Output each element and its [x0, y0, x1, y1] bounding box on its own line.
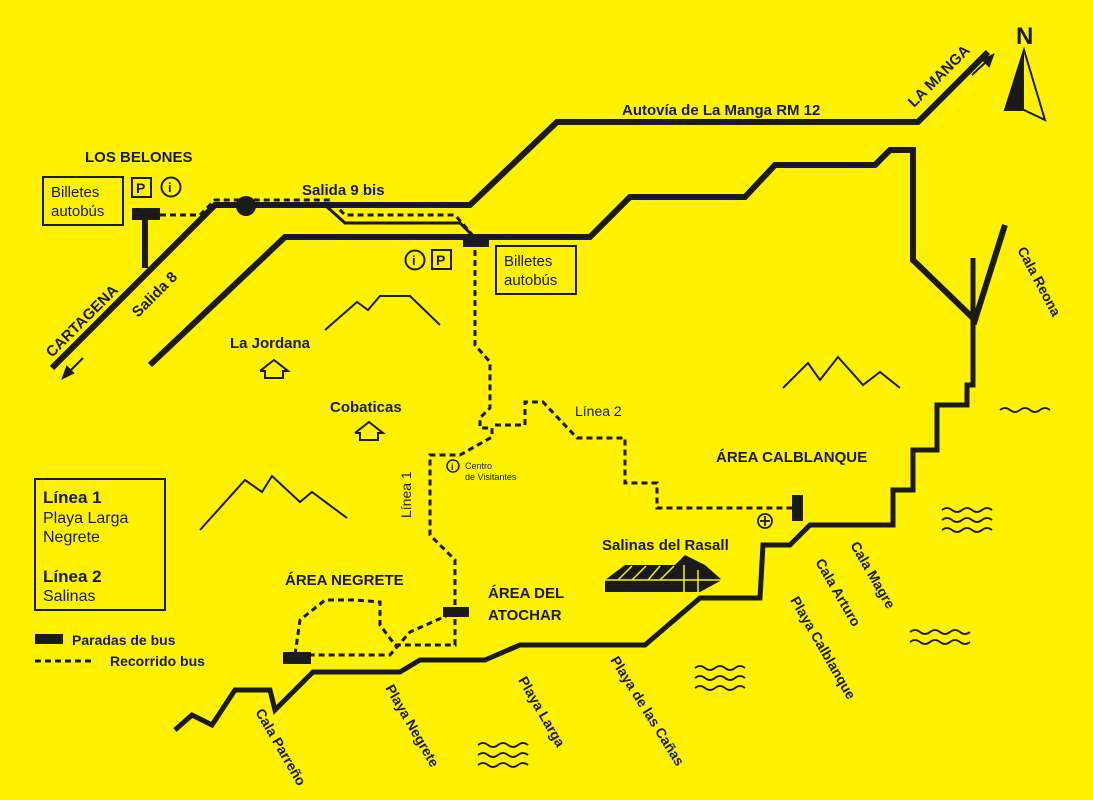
bus-stop-calblanque[interactable] — [792, 495, 803, 521]
route-linea1 — [293, 240, 494, 657]
bus-stop-belones[interactable] — [132, 208, 160, 220]
svg-text:Billetes: Billetes — [51, 184, 99, 201]
svg-text:autobús: autobús — [51, 203, 104, 220]
place-area-del-atochar: ÁREA DEL — [488, 585, 564, 602]
first-aid-icon — [757, 513, 773, 529]
svg-text:i: i — [168, 180, 172, 195]
mountain-west — [199, 474, 348, 531]
house-icon-cobaticas — [354, 420, 386, 441]
svg-text:i: i — [451, 462, 454, 472]
legend-lines-box — [34, 478, 166, 611]
parking-icon — [131, 177, 152, 198]
centro-visitantes-label-2: de Visitantes — [465, 472, 517, 482]
svg-text:i: i — [412, 253, 416, 268]
road-label-salida-9-bis: Salida 9 bis — [302, 182, 385, 199]
mountains — [199, 295, 901, 531]
bus-stop-junction[interactable] — [463, 236, 489, 247]
beach-playa-negrete: Playa Negrete — [382, 682, 442, 770]
house-icon-jordana — [259, 358, 291, 379]
legend-bus-stop-swatch — [35, 634, 63, 644]
parking-icon — [431, 249, 452, 270]
mountain-east — [782, 355, 901, 389]
bus-stops — [132, 196, 803, 664]
waves-larga — [477, 742, 529, 768]
ticket-box-belones[interactable]: Billetes autobús — [42, 176, 124, 226]
mountain-jordana — [324, 295, 441, 331]
waves-magre — [941, 507, 993, 533]
bus-stop-atochar[interactable] — [443, 607, 469, 617]
place-area-negrete: ÁREA NEGRETE — [285, 572, 404, 589]
compass-letter: N — [1016, 23, 1033, 50]
inner-road — [147, 147, 1008, 368]
route-linea2 — [495, 400, 793, 510]
svg-text:P: P — [436, 252, 445, 268]
legend-linea2-title: Línea 2 — [43, 567, 102, 586]
icons-belones: P i — [131, 176, 182, 198]
sea-waves — [477, 407, 1051, 768]
svg-text:Billetes: Billetes — [504, 253, 552, 270]
beach-playa-de-las-canas: Playa de las Cañas — [607, 653, 687, 769]
road-arrows — [61, 52, 995, 381]
info-icon — [160, 176, 182, 198]
route-belones-connector — [160, 198, 477, 239]
place-area-calblanque: ÁREA CALBLANQUE — [716, 449, 867, 466]
centro-visitantes-label: Centro — [465, 461, 492, 471]
legend-linea2-salinas: Salinas — [43, 588, 95, 605]
place-salinas-del-rasall: Salinas del Rasall — [602, 537, 729, 554]
legend: Línea 1 Playa Larga Negrete Línea 2 Sali… — [34, 478, 205, 669]
arrow-la-manga-head — [981, 52, 995, 68]
place-cobaticas: Cobaticas — [330, 399, 402, 416]
info-icon — [446, 459, 460, 473]
roads — [49, 49, 1008, 732]
waves-reona — [999, 407, 1051, 413]
beach-cala-parreno: Cala Parreño — [252, 706, 309, 789]
beach-cala-magre: Cala Magre — [847, 539, 898, 612]
place-atochar: ATOCHAR — [488, 607, 562, 624]
roundabout-icon — [236, 196, 256, 216]
waves-arturo — [909, 629, 971, 645]
linea2-label: Línea 2 — [575, 403, 622, 419]
svg-text:P: P — [136, 180, 145, 196]
legend-recorrido: Recorrido bus — [110, 653, 205, 669]
waves-canas — [694, 665, 746, 691]
road-label-salida-8: Salida 8 — [129, 269, 181, 321]
beach-cala-reona: Cala Reona — [1014, 244, 1064, 319]
place-los-belones: LOS BELONES — [85, 149, 193, 166]
beach-cala-arturo: Cala Arturo — [812, 556, 864, 630]
ticket-box-junction[interactable]: Billetes autobús — [495, 245, 577, 295]
beach-playa-larga: Playa Larga — [515, 674, 568, 750]
road-label-autovia: Autovía de La Manga RM 12 — [622, 102, 820, 119]
icons-junction: i P — [404, 249, 452, 271]
salinas-icon — [605, 555, 722, 592]
legend-paradas: Paradas de bus — [72, 632, 176, 648]
compass-icon: N — [1003, 23, 1047, 122]
icon-centro-visitantes: i — [446, 459, 460, 473]
linea1-label: Línea 1 — [398, 471, 414, 518]
coastline — [173, 258, 976, 732]
svg-text:autobús: autobús — [504, 272, 557, 289]
place-la-jordana: La Jordana — [230, 335, 311, 352]
legend-linea1-title: Línea 1 — [43, 488, 102, 507]
legend-linea1-negrete: Negrete — [43, 529, 100, 546]
road-label-cartagena: CARTAGENA — [43, 282, 122, 361]
arrow-cartagena-head — [61, 365, 75, 381]
houses — [259, 358, 386, 441]
salida9-ramp — [323, 203, 477, 240]
info-icon — [404, 249, 426, 271]
legend-linea1-playa-larga: Playa Larga — [43, 510, 128, 527]
bus-stop-negrete[interactable] — [283, 652, 311, 664]
autovia-road — [49, 49, 991, 371]
